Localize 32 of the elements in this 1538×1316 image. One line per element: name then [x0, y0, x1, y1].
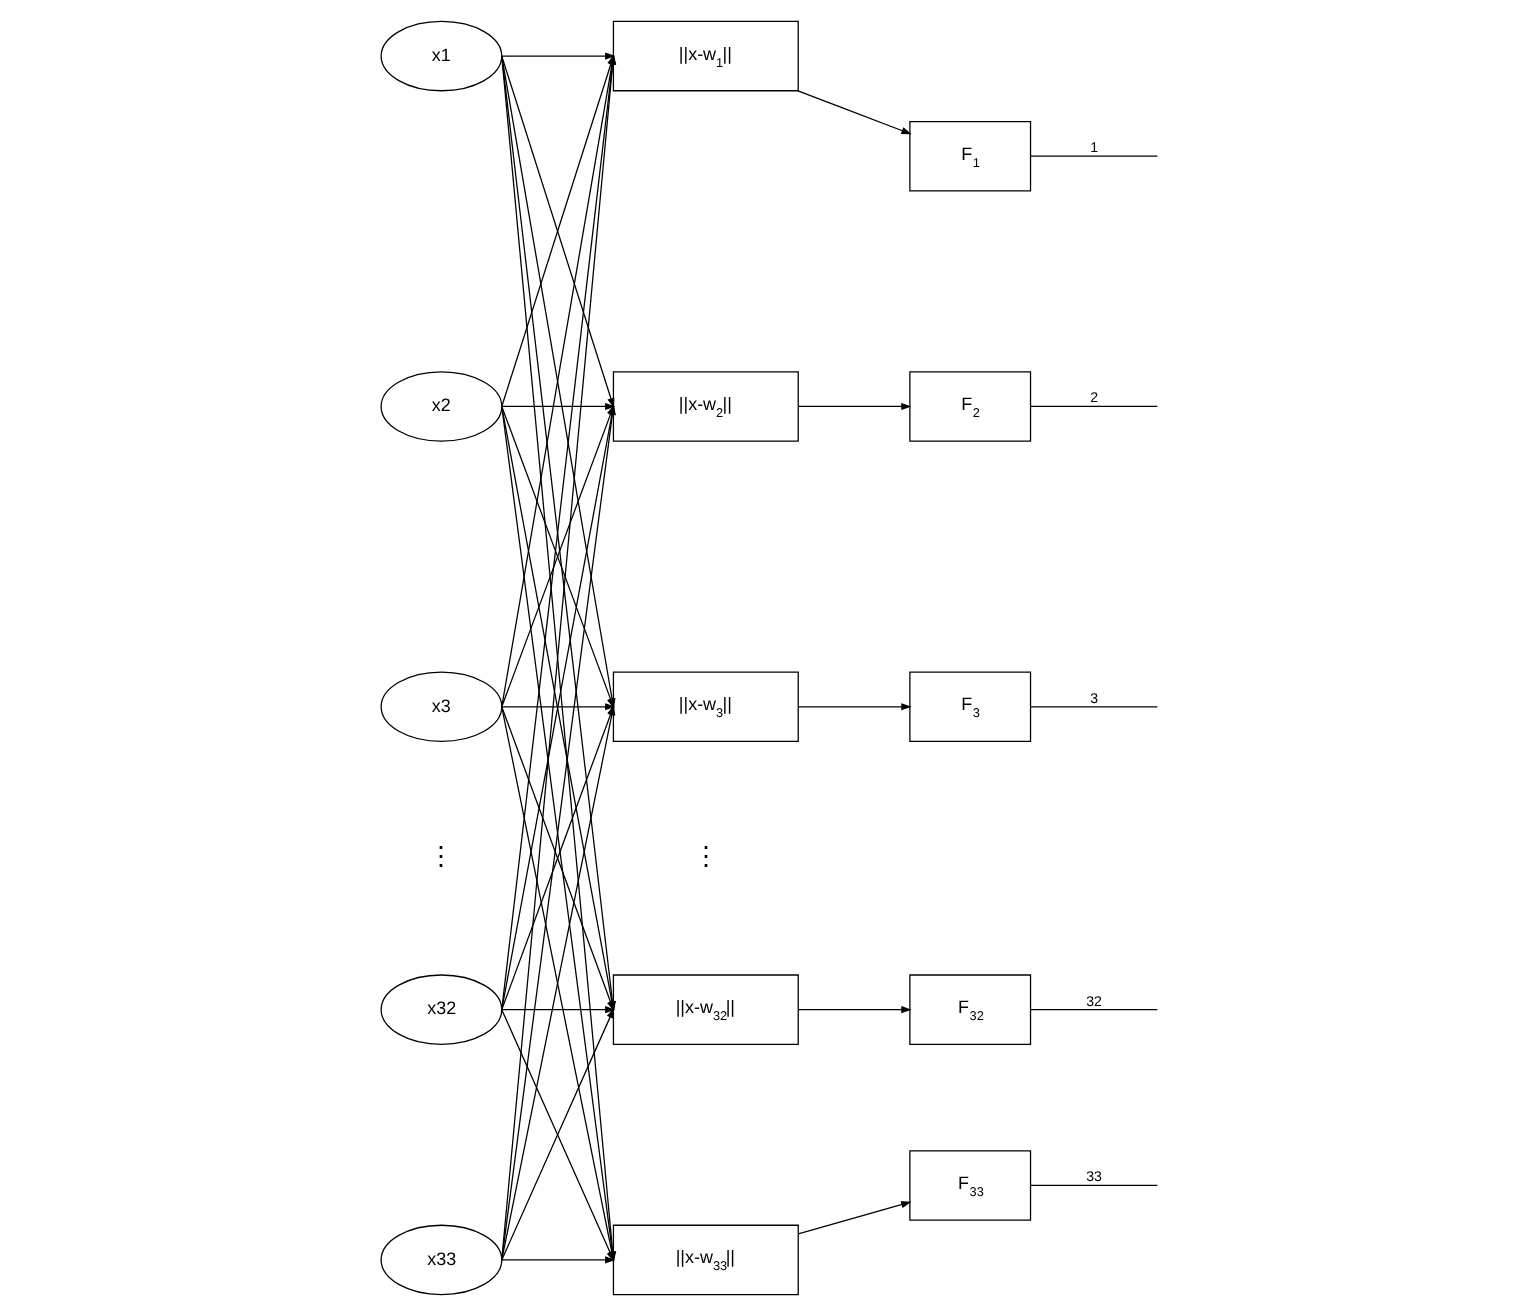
- node-box: F$_{2}$: [908, 371, 1031, 442]
- node-ellipse: x3: [379, 671, 502, 743]
- arrow: [796, 90, 911, 135]
- arrow: [500, 52, 615, 60]
- node-box: ||x-w$_{32}$||: [611, 974, 798, 1045]
- node-box: F$_{32}$: [908, 974, 1031, 1045]
- node-box: F$_{33}$: [908, 1150, 1031, 1221]
- arrow: [796, 703, 911, 711]
- connector: [1029, 405, 1158, 408]
- node-box: ||x-w$_{1}$||: [611, 20, 798, 92]
- connector: [1029, 1009, 1158, 1011]
- node-ellipse: x32: [379, 974, 502, 1045]
- arrow: [500, 1256, 615, 1264]
- node-ellipse: x1: [379, 20, 502, 92]
- arrow: [500, 1006, 615, 1014]
- label: ⋮: [691, 840, 718, 871]
- arrow: [796, 1201, 911, 1235]
- node-box: F$_{3}$: [908, 671, 1031, 743]
- label: ⋮: [427, 840, 454, 871]
- node-ellipse: x33: [379, 1224, 502, 1296]
- node-box: ||x-w$_{2}$||: [611, 371, 798, 442]
- connector: [1029, 155, 1158, 157]
- connector: [1029, 706, 1158, 708]
- arrow: [796, 402, 911, 411]
- arrow: [500, 402, 615, 411]
- node-box: ||x-w$_{33}$||: [611, 1224, 798, 1296]
- node-ellipse: x2: [379, 371, 502, 442]
- arrow: [796, 1006, 911, 1014]
- arrow: [500, 703, 615, 711]
- node-box: F$_{1}$: [908, 120, 1031, 192]
- node-box: ||x-w$_{3}$||: [611, 671, 798, 743]
- connector: [1029, 1184, 1158, 1187]
